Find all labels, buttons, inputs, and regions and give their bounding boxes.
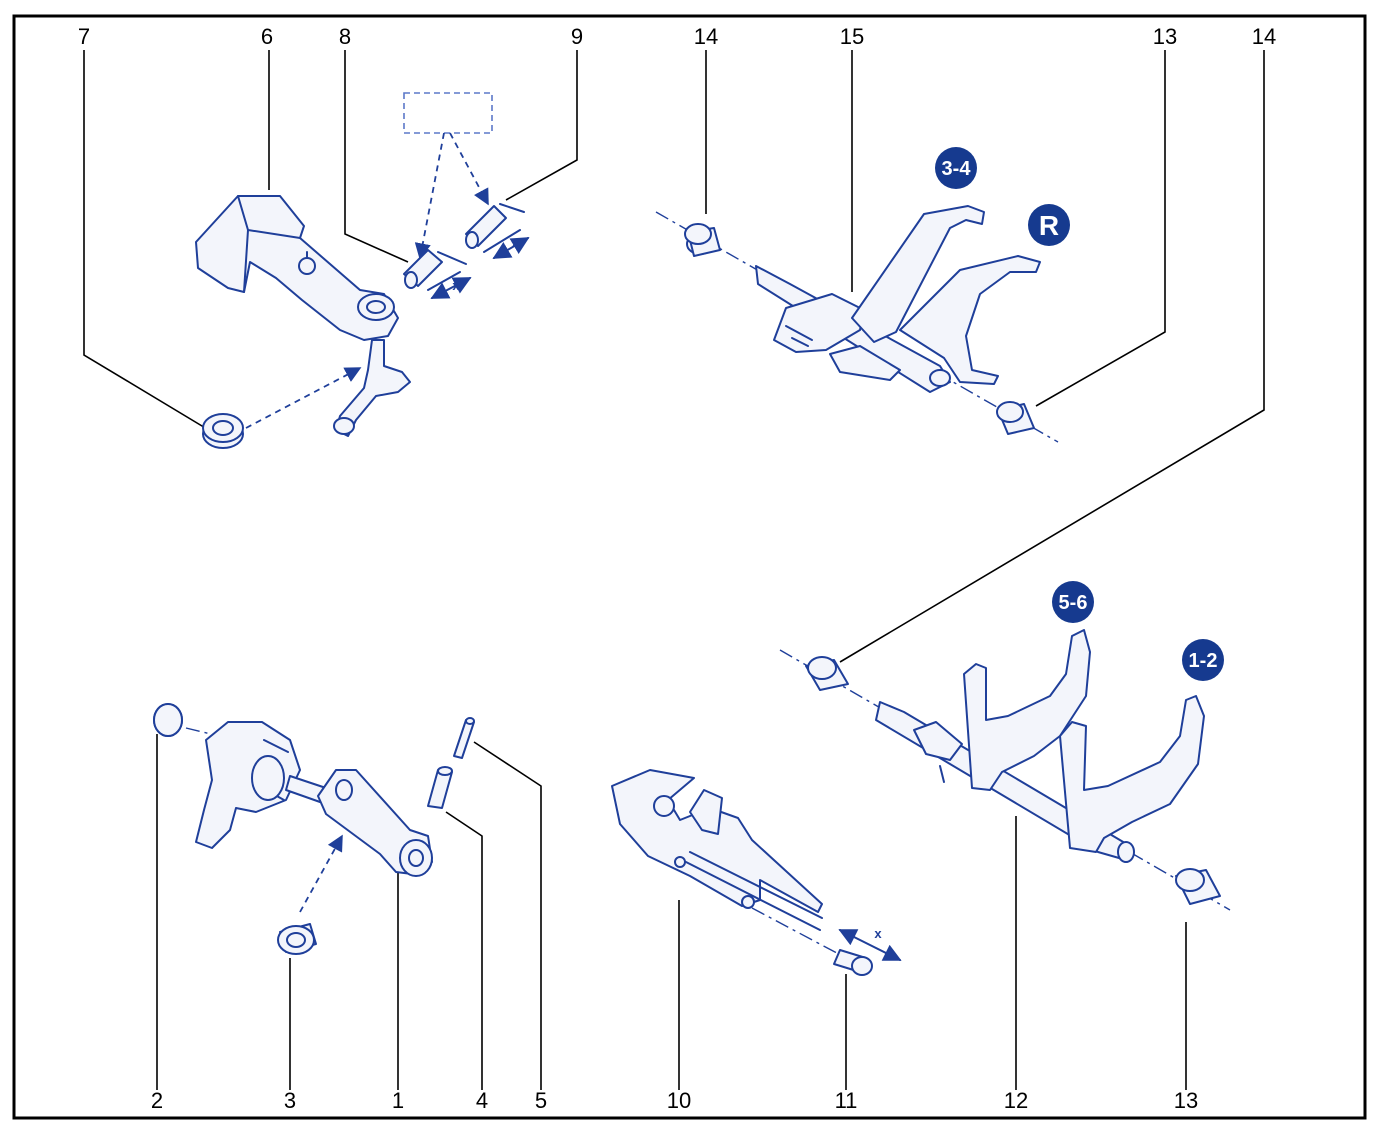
bush-part-3: [277, 834, 343, 955]
callout-13-bottom: 13: [1174, 1088, 1198, 1113]
fork-rail-part-15: 3-4 R: [655, 147, 1070, 443]
callout-13-top: 13: [1153, 24, 1177, 49]
leader-4: [445, 811, 483, 1090]
callout-2: 2: [151, 1088, 163, 1113]
callout-11: 11: [835, 1088, 858, 1113]
badge-R-label: R: [1039, 210, 1059, 241]
badge-1-2-label: 1-2: [1189, 650, 1218, 672]
leader-5: [473, 741, 542, 1090]
dimension-x-part-9: x: [512, 234, 520, 249]
callout-12: 12: [1004, 1088, 1028, 1113]
callout-8: 8: [339, 24, 351, 49]
pin-part-8: x: [403, 249, 472, 299]
bolt-part-11: x: [833, 926, 902, 976]
callout-3: 3: [284, 1088, 296, 1113]
diagram-frame: [12, 14, 1367, 1120]
badge-R: [1028, 204, 1070, 246]
badge-5-6: [1052, 581, 1094, 623]
callout-6: 6: [261, 24, 273, 49]
badge-3-4-label: 3-4: [942, 158, 972, 180]
callout-14-top-right: 14: [1252, 24, 1276, 49]
callout-4: 4: [476, 1088, 488, 1113]
badge-1-2: [1182, 639, 1224, 681]
callout-1: 1: [392, 1088, 404, 1113]
selector-assembly-part-1: [153, 703, 433, 877]
callout-7: 7: [78, 24, 90, 49]
badge-5-6-label: 5-6: [1059, 592, 1088, 614]
bush-part-2: [153, 703, 183, 737]
dimension-x-part-11: x: [874, 926, 882, 941]
interlock-plate-part-10: [611, 769, 851, 961]
callout-10: 10: [667, 1088, 691, 1113]
pin-part-9: x: [465, 203, 530, 259]
leader-8: [344, 50, 409, 263]
pin-part-5: [453, 717, 475, 759]
callout-9: 9: [571, 24, 583, 49]
callout-5: 5: [535, 1088, 547, 1113]
pin-part-4: [427, 766, 453, 809]
leader-14-right: [839, 50, 1265, 663]
callout-14-top-left: 14: [694, 24, 718, 49]
callout-numbers-bottom: 2 3 1 4 5 10 11 12 13: [151, 1088, 1198, 1113]
bush-part-7: [202, 367, 362, 449]
fork-rail-part-12: 5-6 1-2: [779, 581, 1231, 911]
leader-13-top: [1035, 50, 1166, 407]
shift-lever-part-6: [195, 195, 411, 437]
dimension-x-part-8: x: [452, 278, 460, 293]
leader-lines: [83, 50, 1265, 1090]
leader-7: [83, 50, 213, 433]
leader-9: [505, 50, 578, 201]
reference-box: [403, 92, 493, 260]
badge-3-4: [935, 147, 977, 189]
callout-15: 15: [840, 24, 864, 49]
callout-numbers-top: 7 6 8 9 14 15 13 14: [78, 24, 1276, 49]
